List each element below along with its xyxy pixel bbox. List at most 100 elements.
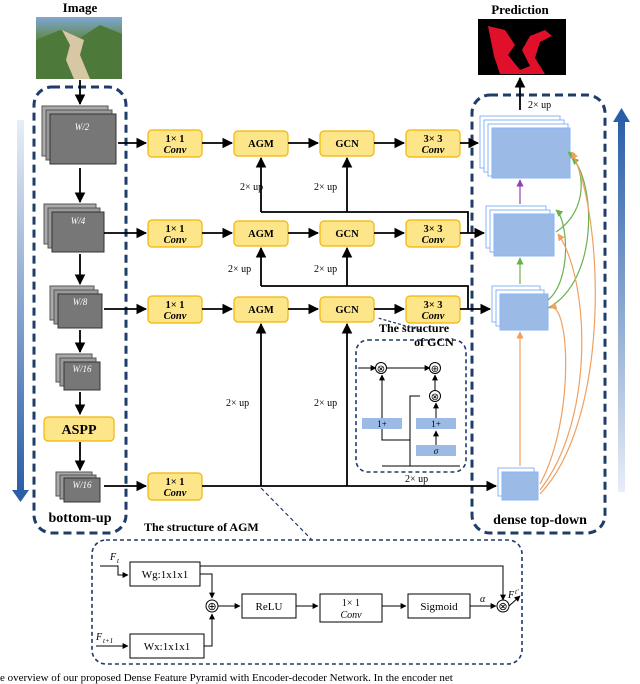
conv1x1-row2: 1× 1 Conv bbox=[147, 219, 203, 248]
gcn-sigma bbox=[416, 445, 456, 456]
gcn-add-node bbox=[429, 362, 441, 374]
dense-top-down-label: dense top-down bbox=[493, 513, 587, 528]
svg-text:3× 3: 3× 3 bbox=[423, 224, 442, 235]
agm-wg-box bbox=[129, 561, 201, 587]
gcn-inner: ⊗ ⊕ ⊗ 1+ 1+ σ bbox=[358, 362, 460, 467]
agm-row3: AGM bbox=[233, 296, 289, 323]
input-image bbox=[36, 17, 122, 79]
image-title: Image bbox=[63, 0, 98, 15]
left-flow-arrow bbox=[12, 120, 29, 502]
svg-text:t': t' bbox=[515, 588, 519, 596]
up-label-r3b: 2× up bbox=[314, 398, 337, 409]
conv3x3-row1: 3× 3 Conv bbox=[405, 129, 461, 158]
svg-text:1× 1: 1× 1 bbox=[165, 477, 184, 488]
up-label-top: 2× up bbox=[528, 100, 551, 111]
svg-text:Conv: Conv bbox=[422, 311, 445, 322]
decoder-stack-2 bbox=[485, 205, 555, 257]
right-flow-arrow bbox=[613, 108, 630, 492]
svg-text:⊗: ⊗ bbox=[377, 364, 385, 375]
svg-text:1× 1: 1× 1 bbox=[165, 300, 184, 311]
svg-text:Conv: Conv bbox=[164, 235, 187, 246]
svg-text:1+: 1+ bbox=[431, 419, 441, 429]
svg-text:GCN: GCN bbox=[335, 305, 359, 316]
up-label-r2b: 2× up bbox=[314, 264, 337, 275]
svg-text:Wx:1x1x1: Wx:1x1x1 bbox=[144, 641, 190, 653]
bottom-up-label: bottom-up bbox=[48, 511, 111, 526]
svg-text:t: t bbox=[117, 557, 120, 565]
conv1x1-row1: 1× 1 Conv bbox=[147, 129, 203, 158]
encoder-stack-5: W/16 bbox=[55, 471, 101, 503]
svg-text:F: F bbox=[109, 552, 117, 563]
figure-caption: e overview of our proposed Dense Feature… bbox=[0, 672, 453, 684]
svg-text:α: α bbox=[480, 594, 486, 605]
gcn-structure-title-2: of GCN bbox=[414, 335, 454, 349]
svg-text:Conv: Conv bbox=[164, 311, 187, 322]
aspp-label: ASPP bbox=[62, 423, 97, 438]
agm-structure-box bbox=[91, 539, 523, 665]
agm-wx-box bbox=[129, 633, 205, 659]
gcn-structure-box bbox=[355, 339, 467, 473]
svg-text:1× 1: 1× 1 bbox=[165, 224, 184, 235]
conv1x1-row4: 1× 1 Conv bbox=[147, 472, 203, 501]
svg-text:1× 1: 1× 1 bbox=[165, 134, 184, 145]
encoder-stack-1: W/2 bbox=[41, 105, 117, 165]
aspp-box bbox=[43, 416, 115, 442]
svg-text:F: F bbox=[95, 632, 103, 643]
gcn-oneplus-left bbox=[362, 418, 402, 429]
encoder-stack-3: W/8 bbox=[49, 285, 103, 329]
encoder-stack-2: W/4 bbox=[43, 203, 105, 253]
svg-text:1× 1: 1× 1 bbox=[342, 598, 360, 609]
svg-text:Conv: Conv bbox=[164, 145, 187, 156]
svg-text:t+1: t+1 bbox=[103, 637, 113, 645]
up-label-gcn: 2× up bbox=[405, 474, 428, 485]
scale-label-5: W/16 bbox=[73, 480, 92, 490]
gcn-row3: GCN bbox=[319, 296, 375, 323]
svg-text:ReLU: ReLU bbox=[256, 601, 283, 613]
gcn-oneplus-right bbox=[416, 418, 456, 429]
svg-text:Conv: Conv bbox=[422, 145, 445, 156]
svg-text:Conv: Conv bbox=[422, 235, 445, 246]
decoder-stack-3 bbox=[491, 285, 549, 331]
agm-inner: F t Wg:1x1x1 F t+1 Wx:1x1x1 ⊕ ReLU 1× 1 … bbox=[95, 552, 521, 659]
agm-structure-title: The structure of AGM bbox=[144, 520, 259, 534]
svg-text:Conv: Conv bbox=[164, 488, 187, 499]
scale-label-3: W/8 bbox=[73, 297, 88, 307]
gcn-row1: GCN bbox=[319, 130, 375, 157]
scale-label-2: W/4 bbox=[71, 216, 86, 226]
svg-text:AGM: AGM bbox=[248, 305, 274, 316]
svg-text:3× 3: 3× 3 bbox=[423, 300, 442, 311]
up-label-r2a: 2× up bbox=[228, 264, 251, 275]
svg-text:Wg:1x1x1: Wg:1x1x1 bbox=[142, 569, 188, 581]
svg-text:AGM: AGM bbox=[248, 229, 274, 240]
decoder-stack-1 bbox=[479, 115, 571, 179]
svg-text:⊕: ⊕ bbox=[207, 601, 216, 613]
encoder-stack-4: W/16 bbox=[55, 353, 101, 391]
gcn-row2: GCN bbox=[319, 220, 375, 247]
decoder-stack-4 bbox=[497, 467, 539, 501]
agm-row2: AGM bbox=[233, 220, 289, 247]
svg-text:⊗: ⊗ bbox=[431, 392, 439, 403]
svg-text:F: F bbox=[507, 590, 515, 601]
gcn-multiply-node-1 bbox=[375, 362, 387, 374]
up-label-r3a: 2× up bbox=[226, 398, 249, 409]
conv1x1-row3: 1× 1 Conv bbox=[147, 295, 203, 324]
svg-text:GCN: GCN bbox=[335, 229, 359, 240]
top-down-box bbox=[470, 93, 607, 535]
prediction-title: Prediction bbox=[491, 2, 549, 17]
prediction-image bbox=[478, 19, 566, 75]
gcn-multiply-node-2 bbox=[429, 390, 441, 402]
up-label-r1b: 2× up bbox=[314, 182, 337, 193]
svg-text:Sigmoid: Sigmoid bbox=[420, 601, 458, 613]
agm-conv-box bbox=[319, 593, 383, 623]
agm-sigmoid-box bbox=[407, 593, 471, 619]
agm-relu-box bbox=[241, 593, 297, 619]
scale-label-1: W/2 bbox=[75, 122, 90, 132]
svg-text:⊕: ⊕ bbox=[431, 364, 439, 375]
conv3x3-row3: 3× 3 Conv bbox=[405, 295, 461, 324]
svg-text:3× 3: 3× 3 bbox=[423, 134, 442, 145]
conv3x3-row2: 3× 3 Conv bbox=[405, 219, 461, 248]
svg-text:⊗: ⊗ bbox=[498, 601, 507, 613]
svg-text:GCN: GCN bbox=[335, 139, 359, 150]
svg-text:σ: σ bbox=[434, 446, 439, 456]
